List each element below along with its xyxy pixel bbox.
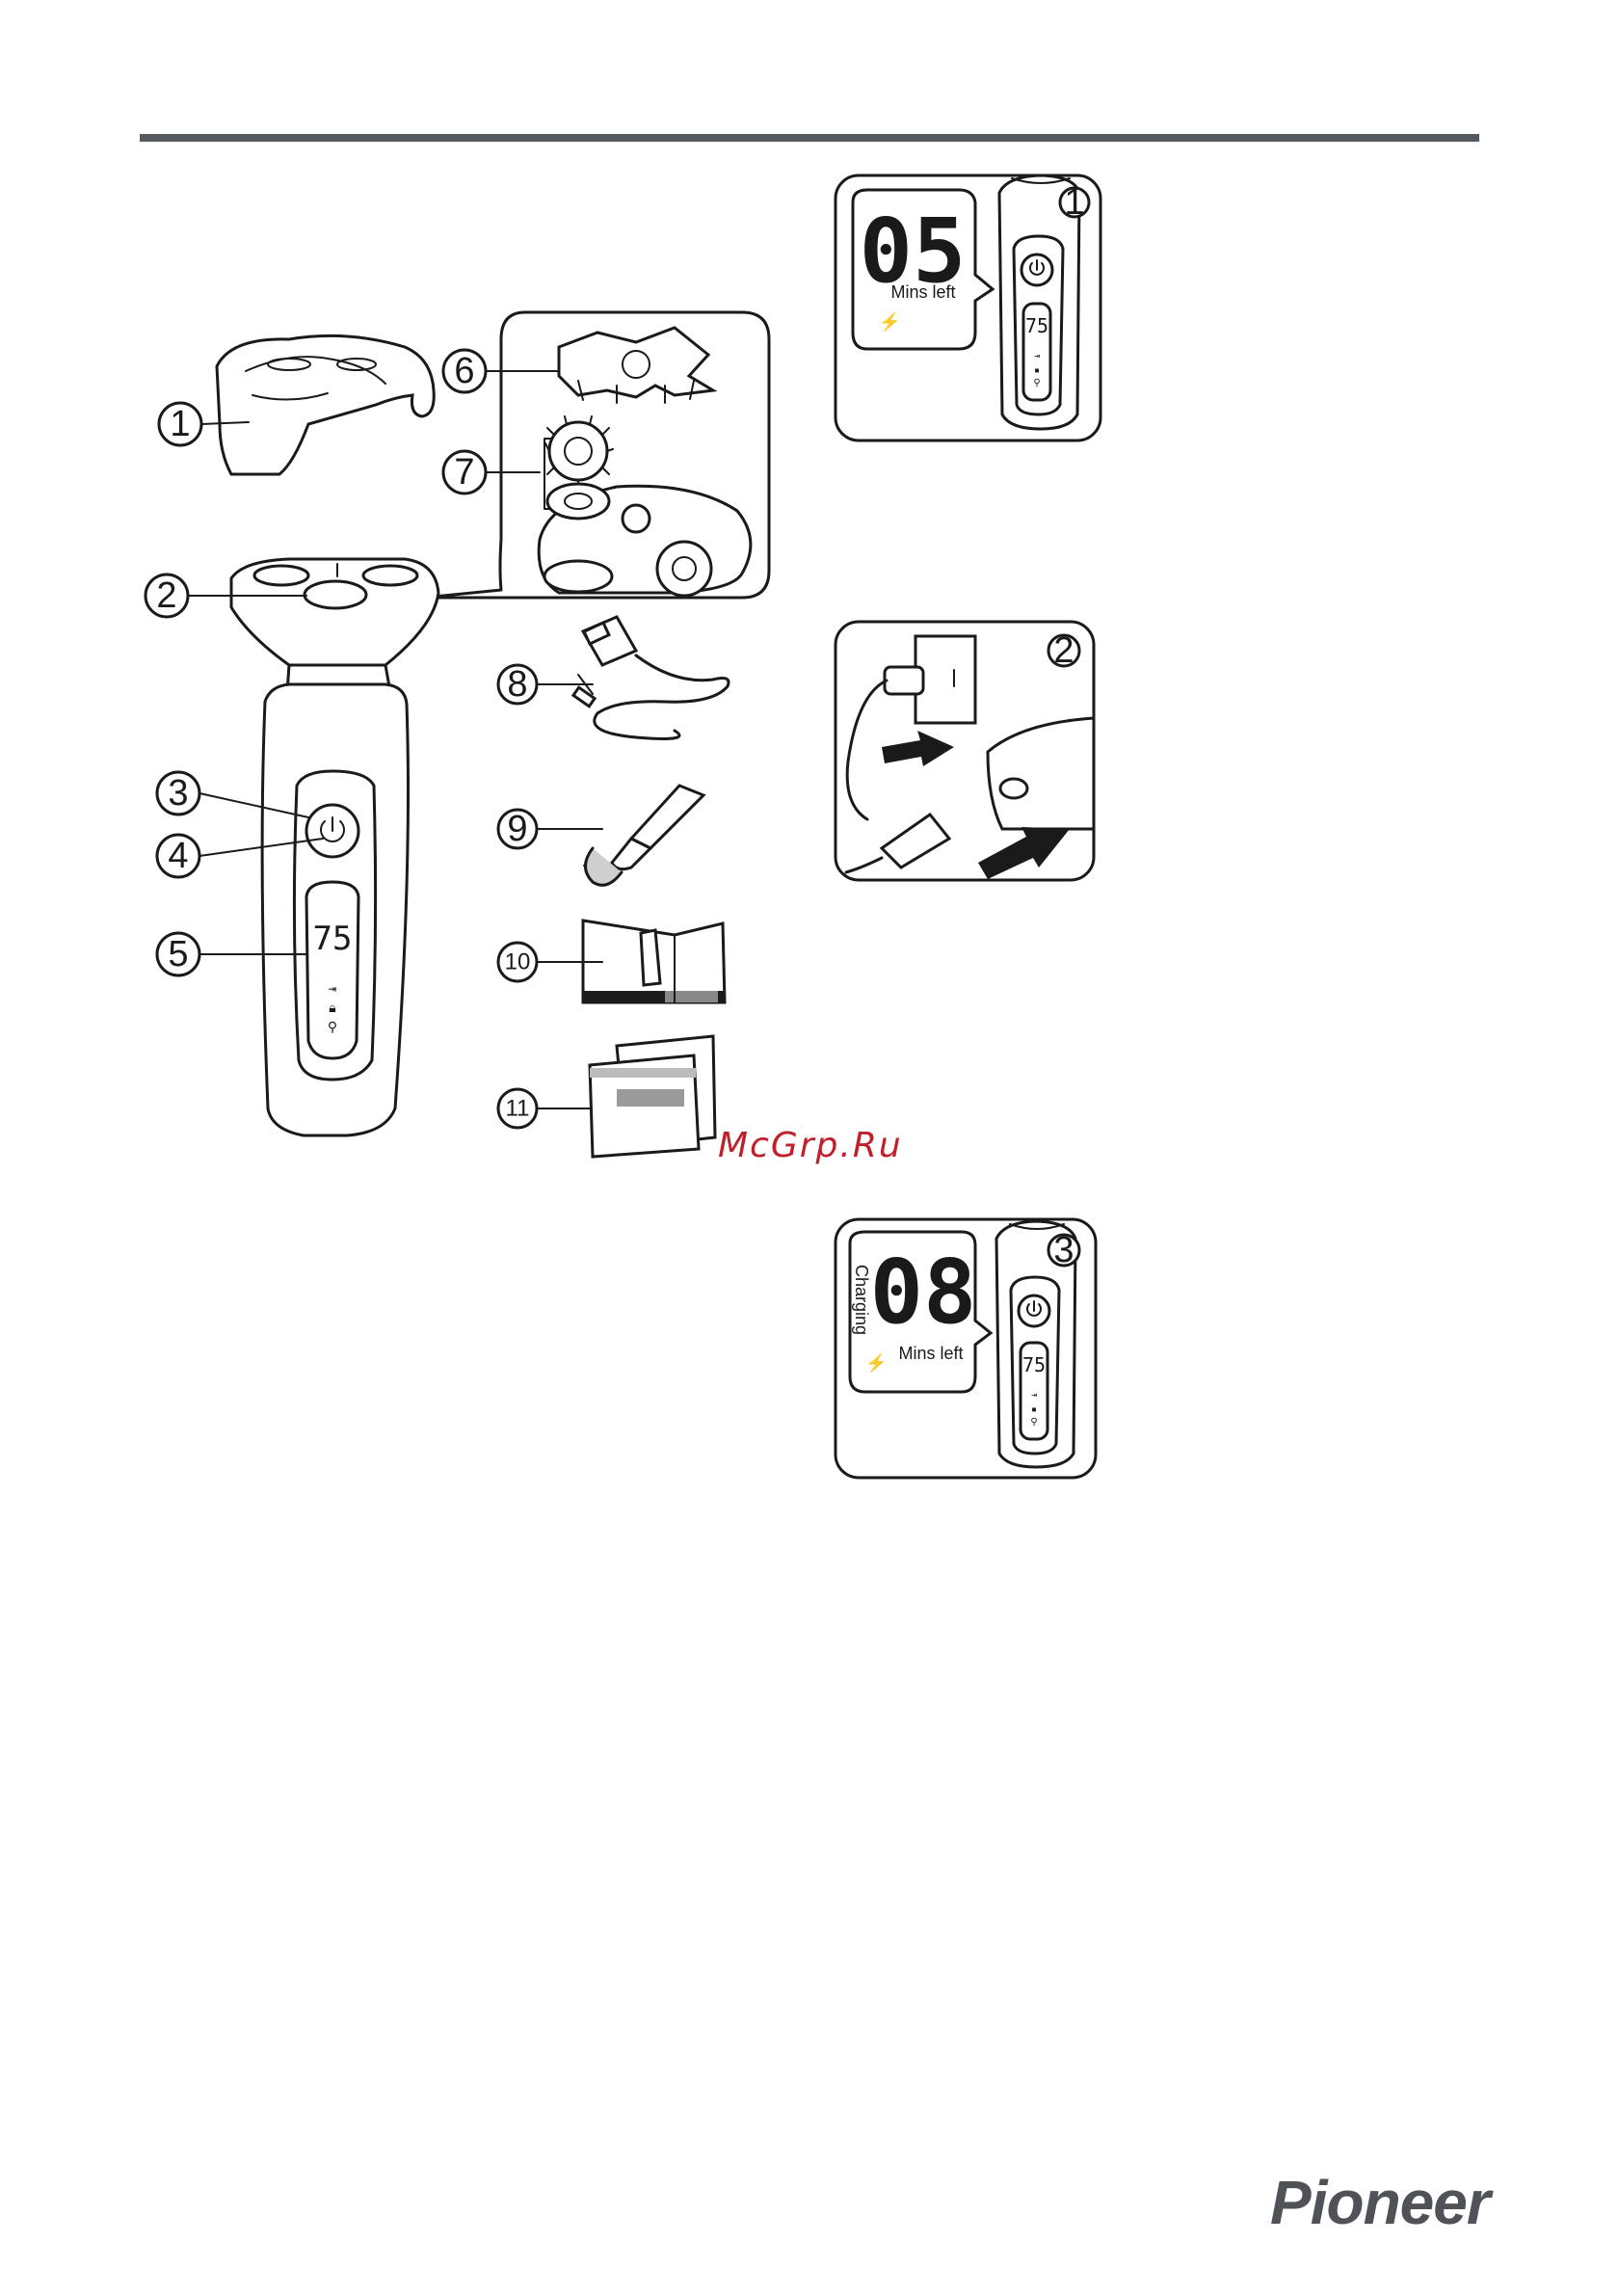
callout-9: 9 — [498, 809, 602, 849]
panel-3-small-display: 75 — [1022, 1353, 1046, 1376]
panel-2-charging-connection: 2 1 2 — [836, 622, 1094, 880]
cleaning-brush — [584, 786, 703, 885]
device-display: 75 — [313, 920, 353, 958]
user-manual — [583, 921, 725, 1002]
brand-logo: Pioneer — [1270, 2167, 1490, 2238]
panel-1-small-display: 75 — [1025, 314, 1048, 337]
panel-1-battery-display: 05 Mins left ⚡ 75 ⇥ ▪ ⚲ 1 — [836, 175, 1101, 441]
protective-cap — [217, 335, 434, 474]
svg-text:⇥: ⇥ — [1034, 351, 1040, 361]
tap-icon: ⚲ — [328, 1020, 337, 1035]
svg-text:5: 5 — [168, 934, 188, 974]
svg-text:2: 2 — [156, 575, 176, 616]
panel-2-index: 2 — [1053, 630, 1074, 671]
svg-text:9: 9 — [507, 809, 527, 849]
plug-icon: ⚡ — [879, 311, 900, 333]
lock-icon: 🔒︎ — [329, 1001, 335, 1016]
plug-icon-charging: ⚡ — [865, 1352, 887, 1374]
warranty-card — [590, 1036, 715, 1157]
svg-text:10: 10 — [505, 949, 531, 975]
battery-icon: ⇥ — [329, 981, 336, 997]
svg-text:11: 11 — [506, 1096, 530, 1122]
panel-1-label: Mins left — [890, 282, 955, 302]
svg-text:3: 3 — [168, 773, 188, 814]
watermark: McGrp.Ru — [718, 1126, 903, 1165]
svg-text:4: 4 — [168, 836, 188, 876]
panel-3-charging-display: 08 Mins left Charging ⚡ 75 ⇥ ▪ ⚲ 3 — [836, 1219, 1096, 1478]
svg-text:2: 2 — [923, 736, 933, 756]
svg-text:▪: ▪ — [1034, 365, 1040, 376]
svg-text:6: 6 — [454, 351, 474, 391]
usb-cable — [573, 617, 729, 738]
panel-3-side-label: Charging — [852, 1265, 871, 1335]
svg-text:8: 8 — [507, 664, 527, 705]
svg-text:1: 1 — [1038, 835, 1048, 854]
svg-text:⇥: ⇥ — [1031, 1390, 1037, 1401]
svg-text:▪: ▪ — [1031, 1404, 1037, 1415]
svg-text:⚲: ⚲ — [1033, 378, 1040, 388]
panel-3-index: 3 — [1053, 1230, 1074, 1270]
callout-11: 11 — [498, 1089, 590, 1128]
panel-1-index: 1 — [1064, 182, 1084, 223]
panel-3-label: Mins left — [898, 1344, 963, 1363]
panel-3-digits: 08 — [870, 1241, 977, 1344]
svg-text:7: 7 — [454, 452, 474, 493]
svg-text:⚲: ⚲ — [1030, 1417, 1037, 1428]
svg-text:1: 1 — [170, 404, 190, 444]
